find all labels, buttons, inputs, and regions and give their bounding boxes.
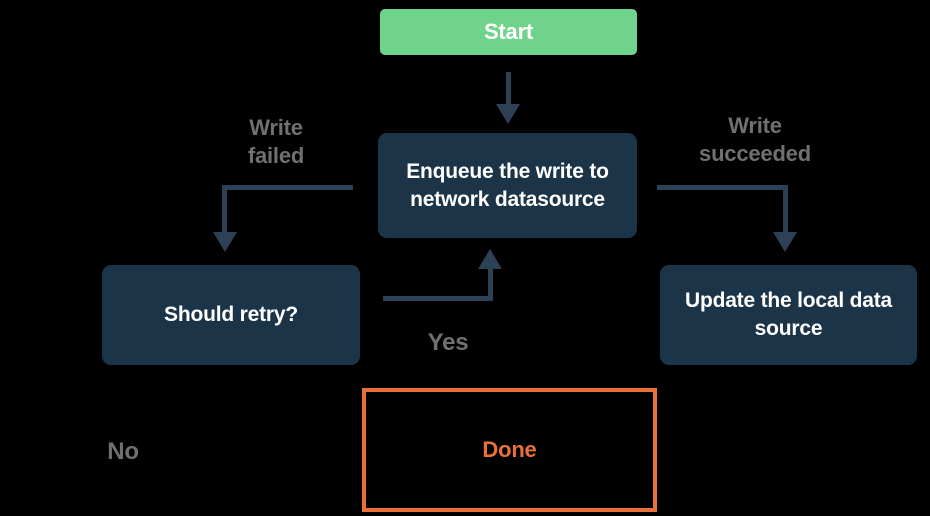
edge-label-write-succeeded: Write succeeded <box>699 113 811 167</box>
arrow-write-failed-vline <box>222 185 227 233</box>
node-start: Start <box>380 9 637 55</box>
edge-label-write-failed: Write failed <box>247 115 305 169</box>
arrow-write-failed-arrowhead-icon <box>213 232 237 252</box>
node-update-local-source: Update the local data source <box>660 265 917 365</box>
arrow-write-succeeded-arrowhead-icon <box>773 232 797 252</box>
arrow-start-to-enqueue-line <box>506 72 511 105</box>
edge-label-no: No <box>107 438 139 465</box>
arrow-write-failed-hline <box>222 185 353 190</box>
node-enqueue-write-label: Enqueue the write to network datasource <box>406 159 609 211</box>
arrow-yes-vline <box>488 268 493 301</box>
arrow-start-to-enqueue-arrowhead-icon <box>496 104 520 124</box>
node-should-retry: Should retry? <box>102 265 360 365</box>
arrow-write-succeeded-vline <box>783 185 788 233</box>
edge-label-yes: Yes <box>427 329 469 356</box>
arrow-yes-arrowhead-icon <box>478 249 502 269</box>
arrow-yes-hline <box>383 296 493 301</box>
node-update-local-source-label: Update the local data source <box>684 289 892 340</box>
node-done-label: Done <box>482 437 537 463</box>
arrow-write-succeeded-hline <box>657 185 787 190</box>
node-enqueue-write: Enqueue the write to network datasource <box>378 133 637 238</box>
node-done: Done <box>362 388 657 512</box>
node-start-label: Start <box>483 19 534 45</box>
node-should-retry-label: Should retry? <box>164 303 298 327</box>
